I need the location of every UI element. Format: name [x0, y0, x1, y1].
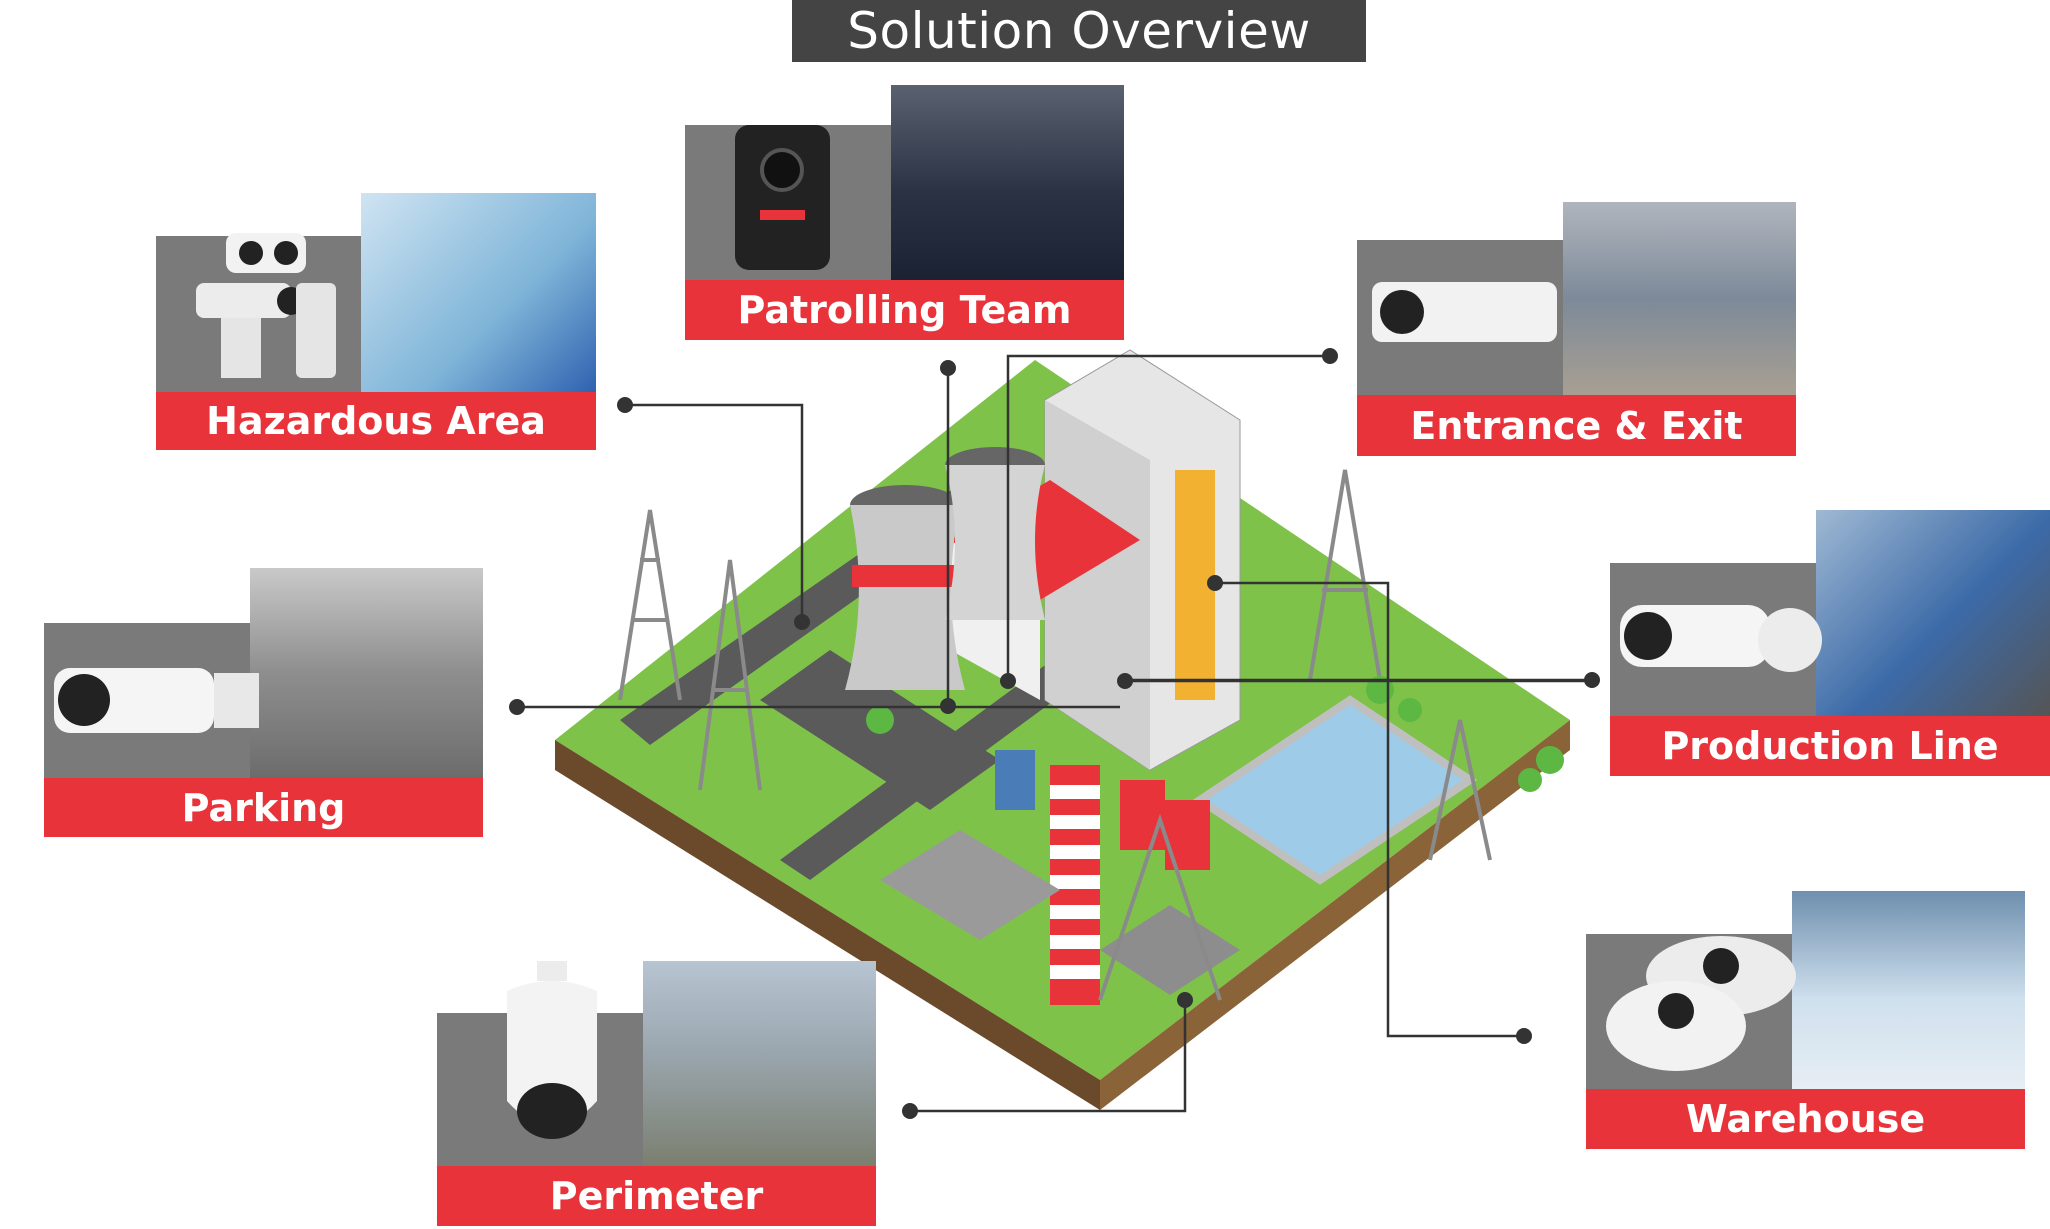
- trees: [866, 676, 1564, 792]
- fisheye-camera-icon: [1601, 916, 1801, 1081]
- parking-lot-photo: [250, 568, 483, 778]
- label-parking: Parking: [44, 778, 483, 837]
- label-hazardous-area: Hazardous Area: [156, 392, 596, 450]
- bullet-camera-icon: [14, 653, 274, 763]
- connector-lines: [517, 354, 1592, 1113]
- perimeter-fence-photo: [643, 961, 876, 1166]
- bullet-camera-icon: [1362, 272, 1562, 372]
- red-tank-1: [1120, 780, 1165, 850]
- ground-side-left: [555, 740, 1100, 1110]
- production-line-photo: [1816, 510, 2050, 716]
- label-production-line: Production Line: [1610, 716, 2050, 776]
- substation: [1100, 905, 1240, 995]
- transformer-yard: [880, 830, 1060, 940]
- page-title: Solution Overview: [792, 0, 1366, 62]
- cooling-tower-2: [945, 465, 1045, 620]
- label-patrolling-team: Patrolling Team: [685, 280, 1124, 340]
- label-warehouse: Warehouse: [1586, 1089, 2025, 1149]
- blue-tank: [995, 750, 1035, 810]
- label-perimeter: Perimeter: [437, 1166, 876, 1226]
- water-pool: [1192, 695, 1478, 885]
- ground-side-right: [1100, 720, 1570, 1110]
- police-officer-photo: [891, 85, 1124, 280]
- cooling-tower-1: [845, 505, 965, 690]
- warehouse-photo: [1792, 891, 2025, 1089]
- card-entrance-exit: Entrance & Exit: [1357, 202, 1796, 456]
- label-entrance-exit: Entrance & Exit: [1357, 395, 1796, 456]
- ground-top: [555, 360, 1570, 1080]
- card-perimeter: Perimeter: [437, 961, 876, 1226]
- card-production-line: Production Line: [1610, 510, 2050, 776]
- card-warehouse: Warehouse: [1586, 891, 2025, 1149]
- thermal-camera-icon: [196, 223, 366, 383]
- ptz-dome-camera-icon: [497, 961, 607, 1161]
- entrance-gate-photo: [1563, 202, 1796, 395]
- card-hazardous-area: Hazardous Area: [156, 193, 596, 450]
- lab-photo: [361, 193, 596, 392]
- card-patrolling-team: Patrolling Team: [685, 85, 1124, 340]
- bullet-camera-icon: [1580, 590, 1830, 700]
- body-camera-icon: [730, 110, 840, 275]
- power-pylons: [618, 469, 1492, 1001]
- connector-dots: [509, 348, 1600, 1119]
- card-parking: Parking: [44, 568, 483, 837]
